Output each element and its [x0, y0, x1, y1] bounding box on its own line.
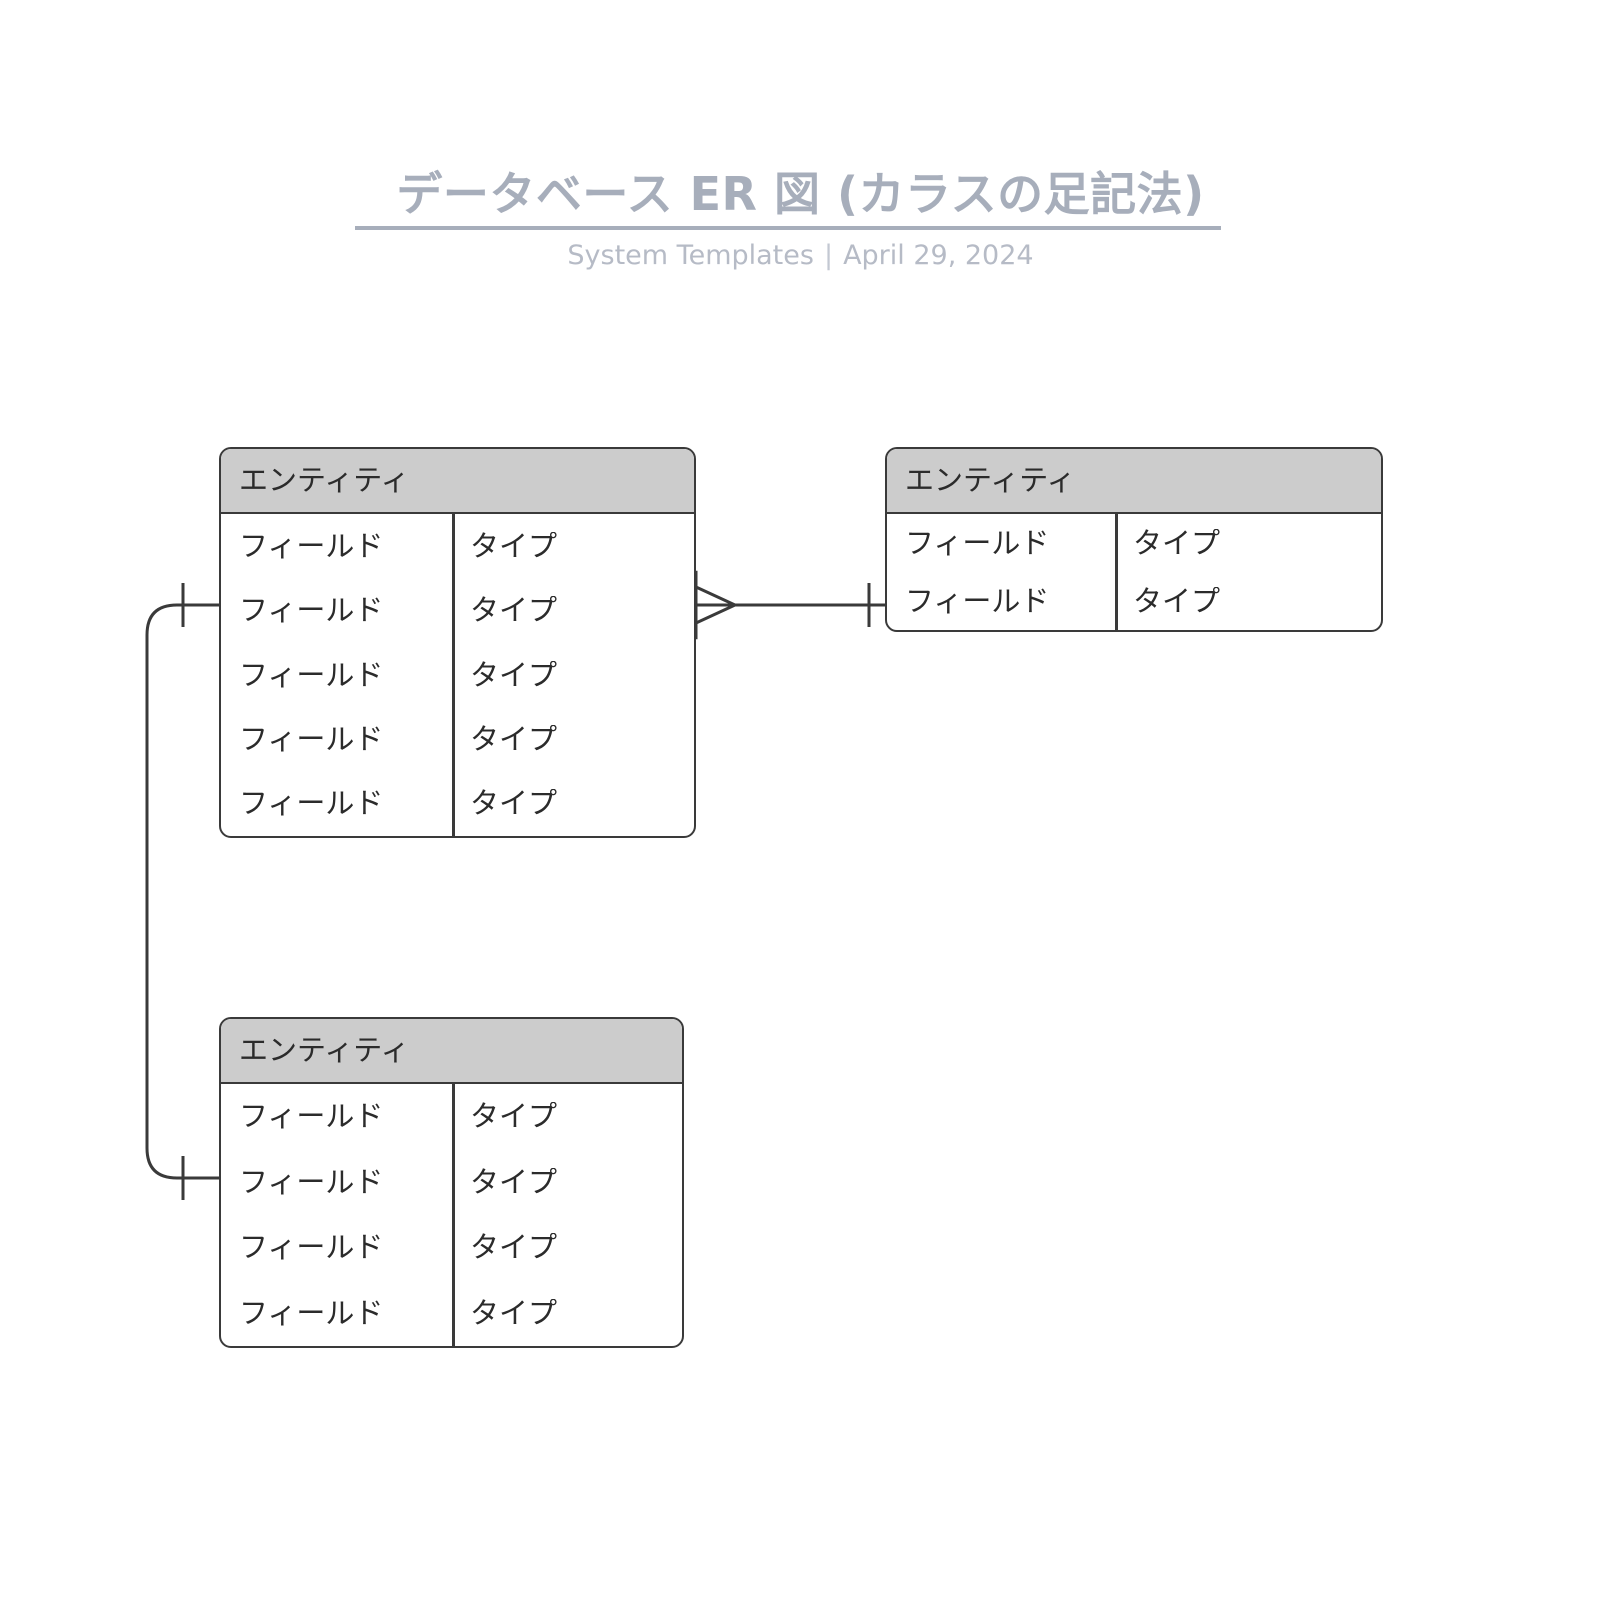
- entity-box[interactable]: エンティティフィールドタイプフィールドタイプ: [885, 447, 1383, 632]
- entity-field-row[interactable]: フィールド タイプ: [221, 1215, 682, 1281]
- field-type: タイプ: [470, 660, 558, 690]
- relationship-line: [145, 603, 219, 1180]
- entity-field-row[interactable]: フィールド タイプ: [887, 514, 1381, 572]
- entity-fields: フィールドタイプフィールドタイプ: [887, 514, 1381, 630]
- subtitle-source: System Templates: [567, 240, 814, 271]
- entity-title: エンティティ: [221, 449, 694, 514]
- entity-field-row[interactable]: フィールド タイプ: [221, 643, 694, 707]
- subtitle-date: April 29, 2024: [843, 240, 1034, 271]
- field-name: フィールド: [239, 1102, 384, 1132]
- field-type: タイプ: [470, 1233, 558, 1263]
- entity-field-row[interactable]: フィールド タイプ: [221, 1281, 682, 1347]
- field-name: フィールド: [239, 789, 384, 819]
- field-type: タイプ: [1133, 586, 1221, 616]
- field-name: フィールド: [239, 1167, 384, 1197]
- field-name: フィールド: [239, 531, 384, 561]
- field-type: タイプ: [470, 1102, 558, 1132]
- field-name: フィールド: [905, 528, 1050, 558]
- crows-foot-many-icon: [694, 570, 736, 640]
- field-name: フィールド: [239, 1233, 384, 1263]
- column-divider: [452, 514, 455, 836]
- field-type: タイプ: [470, 1298, 558, 1328]
- entity-field-row[interactable]: フィールド タイプ: [221, 1150, 682, 1216]
- entity-fields: フィールドタイプフィールドタイプフィールドタイプフィールドタイプフィールドタイプ: [221, 514, 694, 836]
- relationship-entity1-entity3[interactable]: [145, 583, 219, 1200]
- entity-field-row[interactable]: フィールド タイプ: [221, 772, 694, 836]
- field-name: フィールド: [239, 1298, 384, 1328]
- field-type: タイプ: [470, 531, 558, 561]
- field-name: フィールド: [905, 586, 1050, 616]
- entity-box[interactable]: エンティティフィールドタイプフィールドタイプフィールドタイプフィールドタイプフィ…: [219, 447, 696, 838]
- entity-field-row[interactable]: フィールド タイプ: [221, 1084, 682, 1150]
- page-title: データベース ER 図 (カラスの足記法): [396, 167, 1205, 221]
- title-divider: [355, 226, 1221, 230]
- entity-field-row[interactable]: フィールド タイプ: [221, 578, 694, 642]
- entity-box[interactable]: エンティティフィールドタイプフィールドタイプフィールドタイプフィールドタイプ: [219, 1017, 684, 1348]
- entity-fields: フィールドタイプフィールドタイプフィールドタイプフィールドタイプ: [221, 1084, 682, 1346]
- field-type: タイプ: [1133, 528, 1221, 558]
- entity-field-row[interactable]: フィールド タイプ: [887, 572, 1381, 630]
- field-type: タイプ: [470, 789, 558, 819]
- relationship-entity1-entity2[interactable]: [694, 570, 885, 640]
- entity-title: エンティティ: [221, 1019, 682, 1084]
- column-divider: [452, 1084, 455, 1346]
- entity-field-row[interactable]: フィールド タイプ: [221, 707, 694, 771]
- column-divider: [1115, 514, 1118, 630]
- field-name: フィールド: [239, 724, 384, 754]
- field-name: フィールド: [239, 660, 384, 690]
- page-subtitle: System Templates | April 29, 2024: [0, 240, 1601, 271]
- field-type: タイプ: [470, 724, 558, 754]
- field-type: タイプ: [470, 596, 558, 626]
- field-type: タイプ: [470, 1167, 558, 1197]
- entity-title: エンティティ: [887, 449, 1381, 514]
- subtitle-separator: |: [823, 240, 834, 271]
- entity-field-row[interactable]: フィールド タイプ: [221, 514, 694, 578]
- field-name: フィールド: [239, 596, 384, 626]
- header: データベース ER 図 (カラスの足記法) System Templates | A…: [0, 0, 1601, 300]
